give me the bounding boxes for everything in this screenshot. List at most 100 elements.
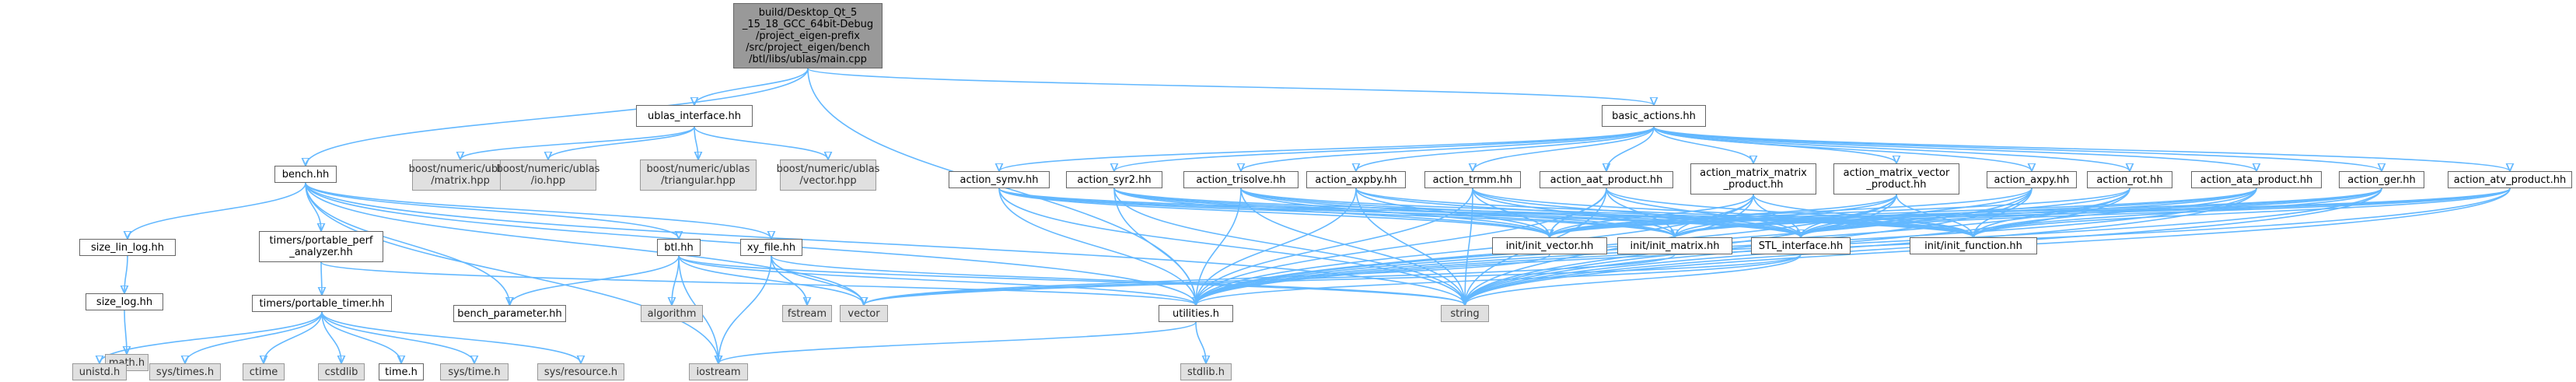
edge-main-to-basic-actions [807, 68, 1654, 105]
node-bench[interactable]: bench.hh [274, 166, 337, 183]
edge-portable-timer-to-ctime [264, 311, 323, 363]
node-basic-actions[interactable]: basic_actions.hh [1602, 105, 1706, 127]
node-ub-triangular[interactable]: boost/numeric/ublas /triangular.hpp [640, 159, 757, 191]
node-algorithm[interactable]: algorithm [641, 305, 703, 322]
edge-basic-actions-to-action-trmm [1473, 126, 1655, 171]
node-sys-time-h[interactable]: sys/time.h [440, 363, 509, 380]
node-action-trmm[interactable]: action_trmm.hh [1424, 171, 1521, 188]
edge-bench-to-iostream [305, 182, 718, 363]
edge-btl-to-bench-parameter [510, 255, 680, 305]
edge-action-matrix-matrix-to-init-vector [1550, 194, 1754, 237]
node-action-ger[interactable]: action_ger.hh [2339, 171, 2424, 188]
node-btl[interactable]: btl.hh [657, 239, 701, 256]
edge-action-axpby-to-utilities [1196, 187, 1357, 305]
node-action-symv[interactable]: action_symv.hh [949, 171, 1050, 188]
edge-action-syr2-to-string [1113, 187, 1465, 305]
edge-xy-file-to-vector [771, 255, 864, 305]
edge-basic-actions-to-action-rot [1653, 126, 2130, 171]
node-iostream[interactable]: iostream [689, 363, 748, 380]
node-action-matrix-matrix[interactable]: action_matrix_matrix _product.hh [1690, 163, 1816, 195]
edge-action-trisolve-to-init-matrix [1240, 187, 1675, 237]
edge-bench-to-size-lin-log [128, 182, 306, 239]
edge-utilities-to-stdlib-h [1195, 321, 1206, 363]
node-portable-perf[interactable]: timers/portable_perf _analyzer.hh [259, 231, 383, 262]
edge-action-ger-to-init-vector [1550, 187, 2382, 237]
node-stdlib-h[interactable]: stdlib.h [1180, 363, 1232, 380]
node-utilities[interactable]: utilities.h [1159, 305, 1233, 322]
node-xy-file[interactable]: xy_file.hh [740, 239, 802, 256]
node-fstream[interactable]: fstream [782, 305, 832, 322]
edge-basic-actions-to-action-aat-product [1606, 126, 1655, 171]
node-action-axpby[interactable]: action_axpby.hh [1306, 171, 1406, 188]
node-ub-matrix[interactable]: boost/numeric/ublas /matrix.hpp [409, 159, 512, 191]
edge-bench-to-string [305, 182, 1465, 305]
edge-action-atv-product-to-init-function [1973, 187, 2511, 237]
node-size-log[interactable]: size_log.hh [86, 293, 163, 310]
node-action-syr2[interactable]: action_syr2.hh [1066, 171, 1162, 188]
edge-basic-actions-to-action-axpy [1653, 126, 2032, 171]
node-cstdlib[interactable]: cstdlib [318, 363, 365, 380]
edge-init-vector-to-vector [864, 254, 1550, 305]
edge-main-to-ublas-interface [694, 68, 809, 105]
edge-portable-perf-to-portable-timer [321, 261, 322, 295]
edge-action-axpy-to-init-vector [1550, 187, 2032, 237]
edge-portable-timer-to-cstdlib [321, 311, 341, 363]
edge-action-syr2-to-init-function [1113, 187, 1973, 237]
node-sys-resource-h[interactable]: sys/resource.h [537, 363, 624, 380]
node-unistd-h[interactable]: unistd.h [72, 363, 127, 380]
edge-action-trisolve-to-string [1240, 187, 1465, 305]
node-action-atv-product[interactable]: action_atv_product.hh [2448, 171, 2572, 188]
edge-ublas-interface-to-ub-triangular [694, 126, 698, 159]
node-stl-interface[interactable]: STL_interface.hh [1751, 237, 1851, 254]
edge-portable-timer-to-sys-resource-h [321, 311, 581, 363]
edge-basic-actions-to-action-trisolve [1241, 126, 1655, 171]
node-action-rot[interactable]: action_rot.hh [2087, 171, 2172, 188]
edge-bench-to-bench-parameter [305, 182, 510, 305]
node-action-trisolve[interactable]: action_trisolve.hh [1183, 171, 1298, 188]
node-action-axpy[interactable]: action_axpy.hh [1987, 171, 2077, 188]
edge-action-axpby-to-string [1355, 187, 1465, 305]
node-action-matrix-vector[interactable]: action_matrix_vector _product.hh [1833, 163, 1959, 195]
edge-bench-to-vector [305, 182, 864, 305]
edge-basic-actions-to-action-atv-product [1653, 126, 2510, 171]
edge-stl-interface-to-vector [864, 254, 1802, 305]
edge-size-lin-log-to-size-log [124, 255, 128, 293]
edge-basic-actions-to-action-matrix-matrix [1653, 126, 1753, 163]
edge-btl-to-vector [678, 255, 864, 305]
node-ublas-interface[interactable]: ublas_interface.hh [636, 105, 753, 127]
node-bench-parameter[interactable]: bench_parameter.hh [453, 305, 566, 322]
node-string[interactable]: string [1441, 305, 1489, 322]
edge-xy-file-to-string [771, 255, 1465, 305]
edge-xy-file-to-iostream [718, 255, 772, 363]
node-ub-io[interactable]: boost/numeric/ublas /io.hpp [497, 159, 599, 191]
edge-basic-actions-to-action-ata-product [1653, 126, 2256, 171]
edge-stl-interface-to-utilities [1196, 254, 1802, 305]
edge-portable-timer-to-sys-time-h [321, 311, 474, 363]
node-init-matrix[interactable]: init/init_matrix.hh [1617, 237, 1732, 254]
node-init-vector[interactable]: init/init_vector.hh [1492, 237, 1607, 254]
node-vector[interactable]: vector [840, 305, 888, 322]
node-ctime[interactable]: ctime [243, 363, 285, 380]
edge-ublas-interface-to-ub-io [548, 126, 695, 159]
node-time-h[interactable]: time.h [379, 363, 424, 380]
edge-action-trisolve-to-init-vector [1240, 187, 1550, 237]
node-init-function[interactable]: init/init_function.hh [1910, 237, 2037, 254]
edge-action-rot-to-init-vector [1550, 187, 2130, 237]
node-ub-vector[interactable]: boost/numeric/ublas /vector.hpp [777, 159, 879, 191]
node-size-lin-log[interactable]: size_lin_log.hh [79, 239, 176, 256]
edge-action-ger-to-init-function [1973, 187, 2382, 237]
node-action-aat-product[interactable]: action_aat_product.hh [1540, 171, 1673, 188]
edge-xy-file-to-fstream [771, 255, 807, 305]
edge-init-matrix-to-vector [864, 254, 1676, 305]
edge-stl-interface-to-string [1465, 254, 1802, 305]
edge-action-symv-to-string [998, 187, 1465, 305]
edge-bench-to-btl [305, 182, 679, 239]
node-main[interactable]: build/Desktop_Qt_5 _15_18_GCC_64bit-Debu… [733, 3, 883, 68]
node-sys-times-h[interactable]: sys/times.h [149, 363, 221, 380]
edge-utilities-to-iostream [718, 321, 1197, 363]
node-portable-timer[interactable]: timers/portable_timer.hh [252, 295, 392, 312]
edge-action-ata-product-to-init-vector [1550, 187, 2257, 237]
node-action-ata-product[interactable]: action_ata_product.hh [2191, 171, 2322, 188]
edge-action-atv-product-to-stl-interface [1801, 187, 2511, 237]
